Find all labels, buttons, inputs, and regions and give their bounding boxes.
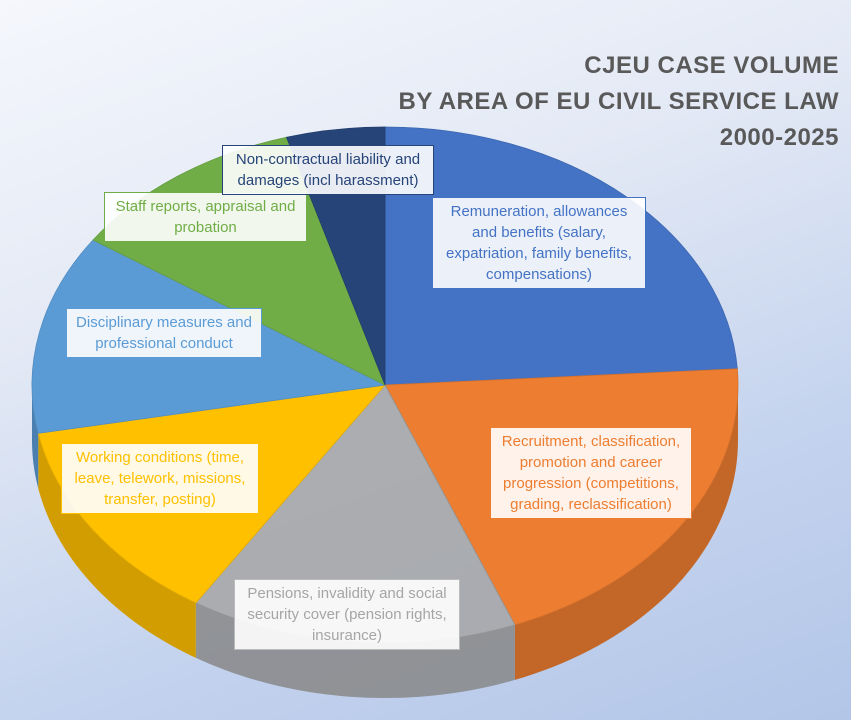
chart-title: CJEU CASE VOLUME BY AREA OF EU CIVIL SER… [399, 48, 839, 156]
pie-slice-side [514, 385, 738, 680]
data-label-disciplinary: Disciplinary measures and professional c… [66, 308, 262, 358]
pie-slice-side [195, 602, 515, 698]
title-line: 2000-2025 [719, 124, 839, 151]
data-label-pensions: Pensions, invalidity and social security… [234, 579, 460, 650]
data-label-recruitment: Recruitment, classification, promotion a… [490, 427, 692, 519]
data-label-staff-reports: Staff reports, appraisal and probation [104, 192, 307, 242]
pie-slice-side [38, 433, 196, 658]
title-line: CJEU CASE VOLUME [584, 52, 839, 79]
data-label-working-conditions: Working conditions (time, leave, telewor… [61, 443, 259, 514]
data-label-remuneration: Remuneration, allowances and benefits (s… [432, 197, 646, 289]
title-line: BY AREA OF EU CIVIL SERVICE LAW [398, 88, 839, 115]
data-label-non-contractual: Non-contractual liability and damages (i… [222, 145, 434, 195]
